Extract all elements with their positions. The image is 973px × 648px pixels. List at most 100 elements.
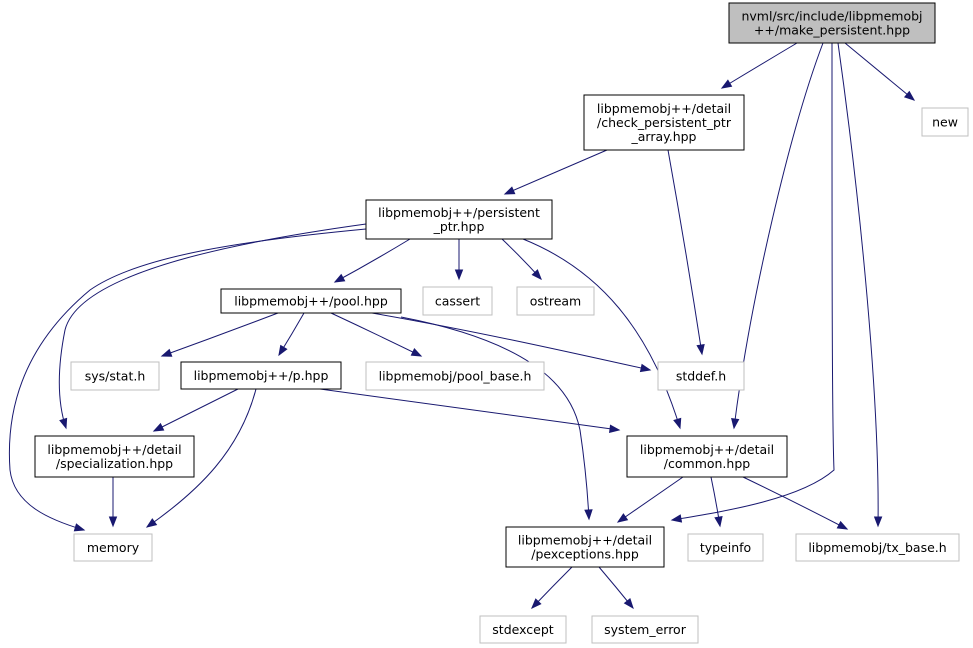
arrowhead-icon [333, 273, 346, 283]
edge-line [400, 316, 590, 520]
node-box [583, 94, 745, 151]
arrowhead-icon [720, 79, 733, 89]
node-label: ostream [530, 294, 581, 309]
node-label: sys/stat.h [85, 369, 146, 384]
node-label: /check_persistent_ptr [597, 115, 732, 130]
node-memory: memory [73, 533, 153, 562]
node-label: cassert [435, 294, 480, 309]
edge-line [667, 149, 703, 355]
edge-line [334, 238, 411, 283]
node-persistent-ptr[interactable]: libpmemobj++/persistent_ptr.hpp [365, 199, 553, 240]
edge-line [844, 42, 915, 101]
node-box [73, 533, 153, 562]
node-box [220, 288, 402, 314]
edge-p_hpp-to-memory [145, 388, 257, 528]
arrowhead-icon [152, 422, 165, 432]
arrowhead-icon [714, 515, 723, 528]
arrowhead-icon [623, 597, 634, 610]
edge-pool-to-pool_base [330, 312, 423, 357]
node-make-persistent[interactable]: nvml/src/include/libpmemobj++/make_persi… [728, 2, 936, 44]
edge-make_persistent-to-tx_base [837, 42, 883, 528]
arrowhead-icon [531, 598, 542, 610]
node-label: nvml/src/include/libpmemobj [741, 9, 922, 24]
edge-line [617, 476, 684, 523]
arrowhead-icon [278, 344, 288, 357]
arrowhead-icon [531, 269, 542, 281]
edge-line [153, 388, 239, 432]
node-system-error: system_error [591, 615, 699, 644]
node-label: stddef.h [676, 369, 726, 384]
edge-line [721, 42, 798, 89]
node-pool[interactable]: libpmemobj++/pool.hpp [220, 288, 402, 314]
node-common[interactable]: libpmemobj++/detail/common.hpp [626, 435, 788, 478]
edge-check_persistent-to-persistent_ptr [503, 149, 608, 195]
arrowhead-icon [454, 269, 464, 281]
arrowhead-icon [673, 417, 682, 430]
node-box [795, 533, 960, 562]
node-box [728, 2, 936, 44]
node-box [365, 361, 545, 391]
edge-line [742, 476, 848, 530]
edge-pool-to-pexceptions [400, 316, 593, 521]
edge-persistent_ptr-to-ostream [501, 238, 542, 281]
edges-layer [8, 42, 916, 610]
edge-common-to-tx_base [742, 476, 849, 530]
node-p-hpp[interactable]: libpmemobj++/p.hpp [180, 361, 342, 390]
node-pexceptions[interactable]: libpmemobj++/detail/pexceptions.hpp [505, 526, 665, 568]
edge-make_persistent-to-pexceptions [670, 42, 835, 523]
node-box [591, 615, 699, 644]
edge-pool-to-sys_stat [160, 312, 279, 357]
node-label: _array.hpp [630, 129, 696, 144]
edge-line [146, 388, 257, 528]
node-label: libpmemobj/tx_base.h [808, 540, 946, 555]
node-label: typeinfo [700, 540, 751, 555]
node-label: memory [87, 540, 140, 555]
arrowhead-icon [639, 363, 652, 373]
arrowhead-icon [145, 518, 158, 528]
node-specialization[interactable]: libpmemobj++/detail/specialization.hpp [34, 435, 195, 478]
edge-persistent_ptr-to-memory [8, 228, 367, 532]
arrowhead-icon [503, 186, 516, 195]
arrowhead-icon [59, 417, 68, 430]
node-label: libpmemobj++/persistent [378, 205, 540, 220]
node-stddef: stddef.h [657, 361, 745, 391]
node-label: system_error [604, 622, 687, 637]
node-pool-base: libpmemobj/pool_base.h [365, 361, 545, 391]
node-box [657, 361, 745, 391]
node-label: _ptr.hpp [433, 219, 485, 234]
arrowhead-icon [903, 90, 916, 101]
edge-pexceptions-to-stdexcept [531, 566, 573, 610]
node-label: /specialization.hpp [56, 456, 173, 471]
edge-p_hpp-to-specialization [152, 388, 239, 432]
arrowhead-icon [160, 348, 173, 357]
node-box [921, 107, 969, 137]
node-label: new [932, 115, 958, 130]
edge-check_persistent-to-stddef [667, 149, 705, 356]
arrowhead-icon [696, 344, 705, 356]
edge-p_hpp-to-common [319, 388, 621, 433]
edge-pool-to-stddef [371, 312, 652, 373]
node-ostream: ostream [516, 286, 595, 316]
node-box [687, 533, 764, 562]
node-sys-stat: sys/stat.h [70, 361, 160, 391]
node-label: ++/make_persistent.hpp [754, 23, 910, 38]
edge-line [161, 312, 279, 357]
edge-pexceptions-to-system_error [598, 566, 634, 610]
node-box [70, 361, 160, 391]
node-label: stdexcept [492, 622, 553, 637]
arrowhead-icon [584, 509, 593, 521]
edge-line [330, 312, 422, 357]
node-box [365, 199, 553, 240]
edge-line [733, 42, 824, 429]
node-check-persistent[interactable]: libpmemobj++/detail/check_persistent_ptr… [583, 94, 745, 151]
node-box [505, 526, 665, 568]
edge-specialization-to-memory [108, 477, 118, 528]
nodes-layer: nvml/src/include/libpmemobj++/make_persi… [34, 2, 969, 644]
node-box [422, 286, 493, 316]
edge-make_persistent-to-new [844, 42, 916, 101]
node-box [34, 435, 195, 478]
edge-persistent_ptr-to-cassert [454, 239, 464, 281]
edge-make_persistent-to-common [731, 42, 824, 430]
edge-pool-to-p_hpp [278, 312, 305, 357]
